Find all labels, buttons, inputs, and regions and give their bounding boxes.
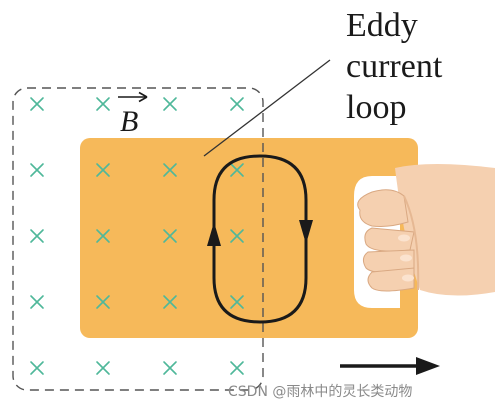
loop-up-arrow-icon	[207, 222, 221, 246]
into-page-cross-icon	[163, 97, 177, 111]
into-page-cross-icon	[163, 229, 177, 243]
pulling-hand-icon	[354, 164, 495, 308]
into-page-cross-icon	[96, 361, 110, 375]
into-page-cross-icon	[230, 97, 244, 111]
into-page-cross-icon	[163, 295, 177, 309]
right-arrow-icon	[340, 357, 440, 375]
into-page-cross-icon	[96, 97, 110, 111]
field-symbol: B	[120, 105, 138, 138]
loop-down-arrow-icon	[299, 220, 313, 244]
into-page-cross-icon	[30, 163, 44, 177]
field-region-boundary	[12, 87, 264, 391]
conducting-plate	[80, 138, 418, 338]
into-page-cross-icon	[96, 163, 110, 177]
magnetic-field-crosses	[30, 97, 244, 375]
into-page-cross-icon	[230, 295, 244, 309]
into-page-cross-icon	[163, 361, 177, 375]
eddy-current-loop	[207, 154, 313, 324]
label-leader-line	[203, 59, 331, 157]
into-page-cross-icon	[30, 229, 44, 243]
vector-arrow-icon	[118, 91, 148, 103]
into-page-cross-icon	[96, 295, 110, 309]
into-page-cross-icon	[30, 295, 44, 309]
label-line-2: current	[346, 48, 443, 85]
watermark: CSDN @雨林中的灵长类动物	[228, 384, 412, 400]
into-page-cross-icon	[30, 97, 44, 111]
label-line-1: Eddy	[346, 7, 418, 44]
label-line-3: loop	[346, 89, 406, 126]
into-page-cross-icon	[30, 361, 44, 375]
into-page-cross-icon	[96, 229, 110, 243]
into-page-cross-icon	[230, 229, 244, 243]
into-page-cross-icon	[163, 163, 177, 177]
into-page-cross-icon	[230, 163, 244, 177]
into-page-cross-icon	[230, 361, 244, 375]
